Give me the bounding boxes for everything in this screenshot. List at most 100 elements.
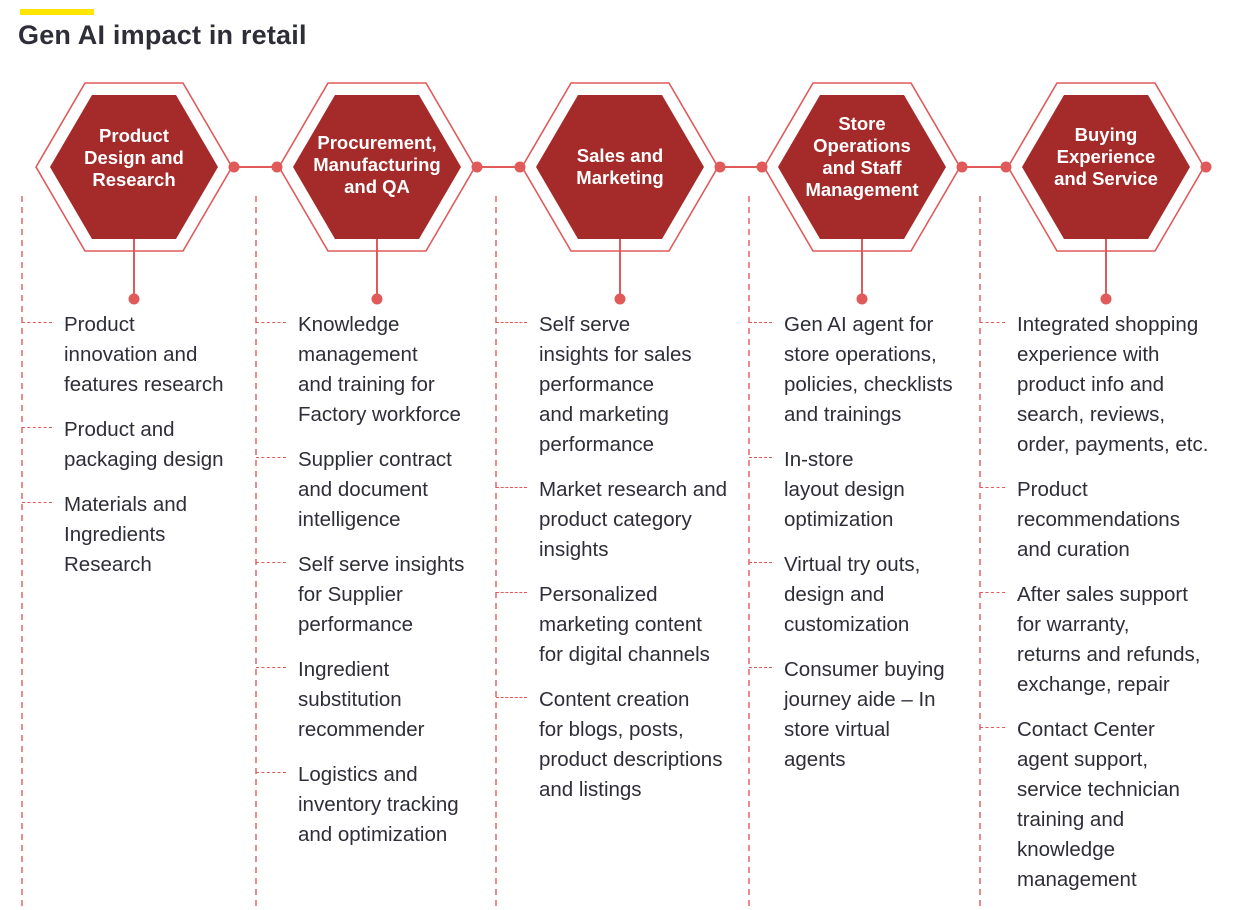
use-case-text: and listings [539,778,642,801]
use-case-text: features research [64,373,224,396]
use-case-item: Supplier contract and document intelligenc… [256,445,464,535]
connector-dot [271,161,283,173]
use-case-item: Product recommendations and curation [980,475,1208,565]
category-heading-line: Operations [813,135,911,156]
use-case-text: Product [1017,478,1088,501]
use-case-item: Consumer buying journey aide – In store vi… [749,655,953,775]
category-heading-line: Store [838,113,886,134]
connector-dot [228,161,240,173]
use-case-text: agent support, [1017,748,1149,771]
use-case-text: performance [298,613,414,636]
use-case-text: substitution [298,688,402,711]
use-case-text: product category [539,508,692,531]
hexagon-fill [778,95,946,239]
use-case-text: packaging design [64,448,224,471]
use-case-text: Knowledge [298,313,400,336]
use-case-text: store operations, [784,343,937,366]
category-heading-line: Manufacturing [313,154,441,175]
hexagon-fill [536,95,704,239]
use-case-text: order, payments, etc. [1017,433,1209,456]
hexagon-fill [293,95,461,239]
use-case-text: for warranty, [1017,613,1130,636]
use-case-text: agents [784,748,846,771]
category-heading-line: Research [92,169,176,190]
use-case-text: knowledge [1017,838,1116,861]
category-heading-line: and QA [344,176,410,197]
category-heading-line: Buying [1074,124,1138,145]
dashed-tick [980,727,1005,728]
use-case-text: service technician [1017,778,1180,801]
use-case-text: insights for sales [539,343,692,366]
connector-dot [756,161,768,173]
use-case-text: Supplier contract [298,448,452,471]
dashed-tick [22,427,52,428]
use-case-text: Contact Center [1017,718,1155,741]
use-case-text: search, reviews, [1017,403,1166,426]
title-accent-bar [20,9,94,15]
use-case-text: Personalized [539,583,658,606]
use-case-text: training and [1017,808,1125,831]
dashed-tick [256,562,286,563]
use-case-text: and optimization [298,823,448,846]
use-case-text: Market research and [539,478,728,501]
use-case-text: management [1017,868,1137,891]
use-case-text: and training for [298,373,435,396]
page-title: Gen AI impact in retail [18,20,307,50]
dashed-tick [22,322,52,323]
drop-dot [371,293,383,305]
dashed-tick [749,457,772,458]
use-case-text: and document [298,478,428,501]
connector-dot [1200,161,1212,173]
use-case-text: design and [784,583,885,606]
use-case-text: exchange, repair [1017,673,1170,696]
dashed-tick [496,592,527,593]
dashed-tick [496,487,527,488]
use-case-text: store virtual [784,718,890,741]
use-case-text: Ingredient [298,658,390,681]
use-case-list: Gen AI agent for store operations, policie… [749,310,953,790]
use-case-text: and marketing [539,403,669,426]
drop-dot [1100,293,1112,305]
use-case-text: policies, checklists [784,373,953,396]
use-case-text: for digital channels [539,643,710,666]
use-case-text: and curation [1017,538,1130,561]
use-case-text: Consumer buying [784,658,945,681]
use-case-text: Research [64,553,152,576]
use-case-text: innovation and [64,343,198,366]
use-case-text: journey aide – In [784,688,936,711]
use-case-text: for Supplier [298,583,403,606]
use-case-text: inventory tracking [298,793,459,816]
use-case-text: Gen AI agent for [784,313,934,336]
dashed-tick [980,322,1005,323]
category-heading-line: and Service [1054,168,1158,189]
use-case-text: intelligence [298,508,401,531]
category-heading-line: Marketing [576,167,664,188]
use-case-text: for blogs, posts, [539,718,684,741]
dashed-tick [749,667,772,668]
use-case-text: optimization [784,508,894,531]
use-case-text: and trainings [784,403,902,426]
use-case-item: Gen AI agent for store operations, policie… [749,310,953,430]
use-case-item: Contact Center agent support, service tech… [980,715,1208,895]
use-case-text: Virtual try outs, [784,553,921,576]
dashed-tick [980,487,1005,488]
use-case-text: recommendations [1017,508,1180,531]
use-case-text: Product and [64,418,175,441]
use-case-text: In-store [784,448,854,471]
